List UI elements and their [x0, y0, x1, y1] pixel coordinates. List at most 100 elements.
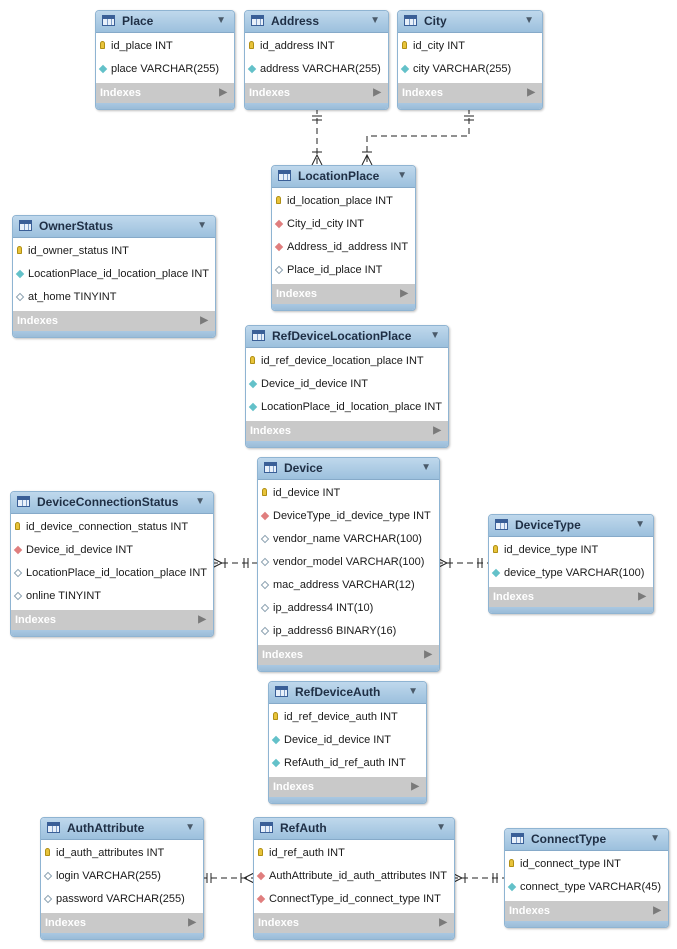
column-row[interactable]: Address_id_address INT [272, 236, 415, 259]
collapse-triangle-icon[interactable]: ▼ [397, 170, 407, 181]
indexes-section[interactable]: Indexes▶ [272, 284, 415, 304]
expand-arrow-icon[interactable]: ▶ [653, 905, 661, 916]
indexes-section[interactable]: Indexes▶ [398, 83, 542, 103]
table-header[interactable]: City▼ [398, 11, 542, 33]
indexes-section[interactable]: Indexes▶ [96, 83, 234, 103]
column-row[interactable]: device_type VARCHAR(100) [489, 562, 653, 585]
column-row[interactable]: login VARCHAR(255) [41, 865, 203, 888]
column-row[interactable]: id_auth_attributes INT [41, 842, 203, 865]
table-header[interactable]: RefAuth▼ [254, 818, 454, 840]
column-row[interactable]: Device_id_device INT [246, 373, 448, 396]
column-row[interactable]: id_device_type INT [489, 539, 653, 562]
column-row[interactable]: ip_address4 INT(10) [258, 597, 439, 620]
column-row[interactable]: City_id_city INT [272, 213, 415, 236]
column-row[interactable]: vendor_name VARCHAR(100) [258, 528, 439, 551]
table-header[interactable]: DeviceConnectionStatus▼ [11, 492, 213, 514]
table-header[interactable]: RefDeviceAuth▼ [269, 682, 426, 704]
column-row[interactable]: id_place INT [96, 35, 234, 58]
expand-arrow-icon[interactable]: ▶ [439, 917, 447, 928]
collapse-triangle-icon[interactable]: ▼ [197, 220, 207, 231]
column-row[interactable]: vendor_model VARCHAR(100) [258, 551, 439, 574]
indexes-section[interactable]: Indexes▶ [246, 421, 448, 441]
collapse-triangle-icon[interactable]: ▼ [185, 822, 195, 833]
column-row[interactable]: address VARCHAR(255) [245, 58, 388, 81]
indexes-section[interactable]: Indexes▶ [258, 645, 439, 665]
collapse-triangle-icon[interactable]: ▼ [408, 686, 418, 697]
column-row[interactable]: id_address INT [245, 35, 388, 58]
indexes-section[interactable]: Indexes▶ [505, 901, 668, 921]
expand-arrow-icon[interactable]: ▶ [219, 87, 227, 98]
expand-arrow-icon[interactable]: ▶ [638, 591, 646, 602]
column-row[interactable]: RefAuth_id_ref_auth INT [269, 752, 426, 775]
expand-arrow-icon[interactable]: ▶ [411, 781, 419, 792]
table-header[interactable]: RefDeviceLocationPlace▼ [246, 326, 448, 348]
column-row[interactable]: at_home TINYINT [13, 286, 215, 309]
collapse-triangle-icon[interactable]: ▼ [421, 462, 431, 473]
table-header[interactable]: Device▼ [258, 458, 439, 480]
indexes-section[interactable]: Indexes▶ [489, 587, 653, 607]
table-header[interactable]: DeviceType▼ [489, 515, 653, 537]
collapse-triangle-icon[interactable]: ▼ [430, 330, 440, 341]
expand-arrow-icon[interactable]: ▶ [400, 288, 408, 299]
collapse-triangle-icon[interactable]: ▼ [524, 15, 534, 26]
column-row[interactable]: LocationPlace_id_location_place INT [246, 396, 448, 419]
indexes-section[interactable]: Indexes▶ [269, 777, 426, 797]
column-row[interactable]: AuthAttribute_id_auth_attributes INT [254, 865, 454, 888]
indexes-section[interactable]: Indexes▶ [41, 913, 203, 933]
column-row[interactable]: id_device INT [258, 482, 439, 505]
column-row[interactable]: ip_address6 BINARY(16) [258, 620, 439, 643]
indexes-section[interactable]: Indexes▶ [11, 610, 213, 630]
expand-arrow-icon[interactable]: ▶ [373, 87, 381, 98]
column-row[interactable]: Device_id_device INT [269, 729, 426, 752]
collapse-triangle-icon[interactable]: ▼ [216, 15, 226, 26]
expand-arrow-icon[interactable]: ▶ [527, 87, 535, 98]
collapse-triangle-icon[interactable]: ▼ [635, 519, 645, 530]
table-header[interactable]: AuthAttribute▼ [41, 818, 203, 840]
indexes-section[interactable]: Indexes▶ [254, 913, 454, 933]
column-row[interactable]: id_connect_type INT [505, 853, 668, 876]
collapse-triangle-icon[interactable]: ▼ [436, 822, 446, 833]
column-row[interactable]: place VARCHAR(255) [96, 58, 234, 81]
table-deviceconnectionstatus[interactable]: DeviceConnectionStatus▼id_device_connect… [10, 491, 214, 637]
expand-arrow-icon[interactable]: ▶ [200, 315, 208, 326]
expand-arrow-icon[interactable]: ▶ [188, 917, 196, 928]
column-row[interactable]: ConnectType_id_connect_type INT [254, 888, 454, 911]
collapse-triangle-icon[interactable]: ▼ [370, 15, 380, 26]
column-row[interactable]: password VARCHAR(255) [41, 888, 203, 911]
column-row[interactable]: id_ref_auth INT [254, 842, 454, 865]
column-row[interactable]: connect_type VARCHAR(45) [505, 876, 668, 899]
table-header[interactable]: LocationPlace▼ [272, 166, 415, 188]
column-row[interactable]: LocationPlace_id_location_place INT [13, 263, 215, 286]
column-row[interactable]: id_owner_status INT [13, 240, 215, 263]
column-row[interactable]: LocationPlace_id_location_place INT [11, 562, 213, 585]
table-refdevicelocationplace[interactable]: RefDeviceLocationPlace▼id_ref_device_loc… [245, 325, 449, 448]
column-row[interactable]: city VARCHAR(255) [398, 58, 542, 81]
column-row[interactable]: Place_id_place INT [272, 259, 415, 282]
column-row[interactable]: online TINYINT [11, 585, 213, 608]
expand-arrow-icon[interactable]: ▶ [198, 614, 206, 625]
column-row[interactable]: mac_address VARCHAR(12) [258, 574, 439, 597]
column-row[interactable]: DeviceType_id_device_type INT [258, 505, 439, 528]
table-header[interactable]: Address▼ [245, 11, 388, 33]
table-header[interactable]: ConnectType▼ [505, 829, 668, 851]
column-row[interactable]: id_device_connection_status INT [11, 516, 213, 539]
table-header[interactable]: Place▼ [96, 11, 234, 33]
column-row[interactable]: id_ref_device_auth INT [269, 706, 426, 729]
collapse-triangle-icon[interactable]: ▼ [650, 833, 660, 844]
indexes-section[interactable]: Indexes▶ [13, 311, 215, 331]
column-row[interactable]: id_city INT [398, 35, 542, 58]
expand-arrow-icon[interactable]: ▶ [424, 649, 432, 660]
column-row[interactable]: id_ref_device_location_place INT [246, 350, 448, 373]
expand-arrow-icon[interactable]: ▶ [433, 425, 441, 436]
collapse-triangle-icon[interactable]: ▼ [195, 496, 205, 507]
